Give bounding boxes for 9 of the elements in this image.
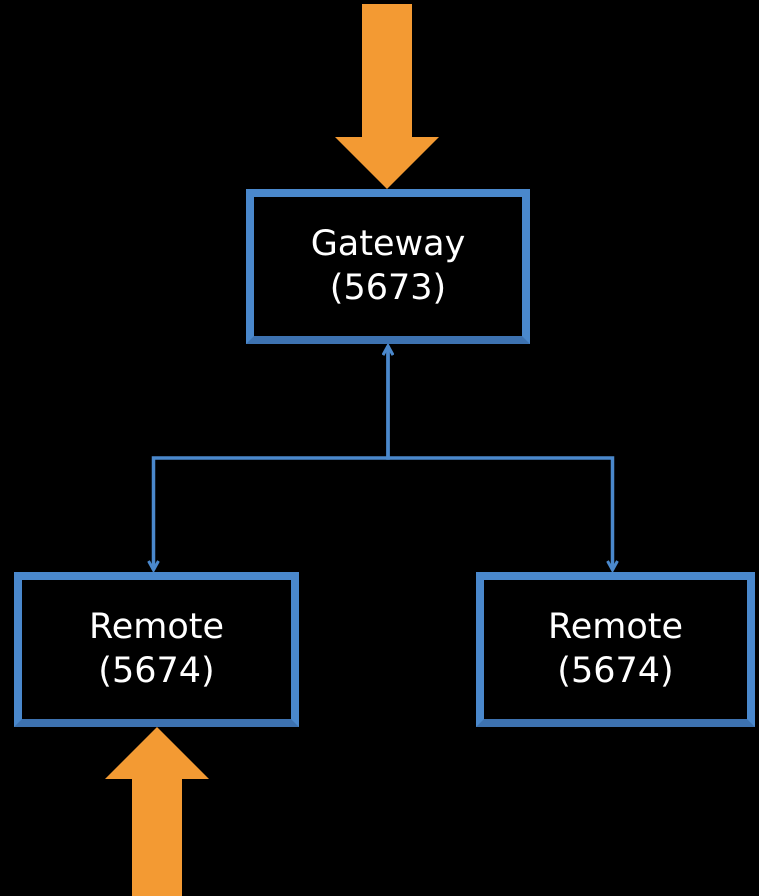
- block-arrow: [335, 4, 439, 189]
- node-label: Gateway (5673): [310, 222, 466, 310]
- connector-arrow: [382, 344, 619, 572]
- node-label: Remote (5674): [88, 606, 226, 692]
- process-box: [246, 189, 530, 344]
- process-box: [476, 572, 755, 727]
- block-arrow: [105, 727, 209, 896]
- node-label: Remote (5674): [546, 606, 684, 692]
- process-box: [14, 572, 299, 727]
